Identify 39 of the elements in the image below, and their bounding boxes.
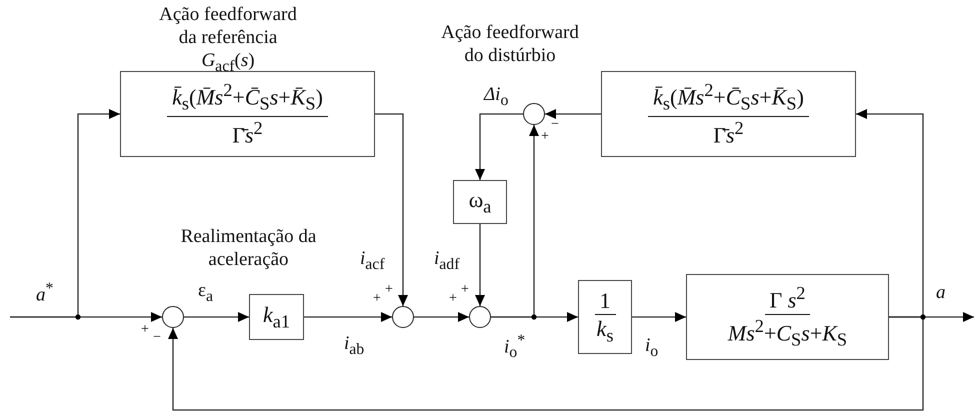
signal-label: Δi$_{o}$ — [484, 84, 508, 111]
summing-junction — [523, 103, 545, 125]
summing-junction — [469, 306, 491, 328]
annotation-text: Realimentação da aceleração — [180, 226, 318, 272]
transfer-function-block: 1 k$_{s}$ — [578, 280, 632, 354]
signal-arrow — [475, 113, 523, 180]
signal-arrow — [168, 316, 924, 411]
summing-junction — [392, 306, 414, 328]
signal-arrow — [545, 109, 601, 119]
signal-arrow — [375, 113, 408, 306]
signal-label: i$_{ab}$ — [344, 333, 364, 360]
transfer-function-block: k̄$_{s}$(M̄s$^{2}$+C̄$_{S}$s+K̄$_{S}$) Γ̄s$^{2}$ — [120, 71, 375, 157]
signal-label: a$^{*}$ — [36, 280, 54, 308]
sign-label: + — [449, 291, 457, 308]
signal-label: ε$_{a}$ — [198, 280, 214, 307]
sign-label: + — [385, 282, 393, 299]
sign-label: + — [461, 282, 469, 299]
transfer-function-block: k̄$_{s}$(M̄s$^{2}$+C̄$_{S}$s+K̄$_{S}$) Γ̄s$^{2}$ — [601, 71, 856, 157]
annotation-text: Ação feedforward do distúrbio — [440, 22, 580, 68]
sign-label: − — [551, 117, 559, 134]
signal-arrow — [10, 109, 120, 318]
sign-label: + — [541, 129, 549, 146]
transfer-function-block: Γ s$^{2}$ Ms$^{2}$+C$_{S}$s+K$_{S}$ — [686, 274, 889, 360]
signal-label: a — [936, 282, 946, 305]
sign-label: + — [141, 322, 149, 339]
signal-label: i$_{o}$ — [645, 335, 658, 362]
signal-label: i$_{adf}$ — [434, 248, 460, 275]
sign-label: − — [153, 330, 161, 347]
signal-arrow — [475, 224, 485, 306]
gain-block: ω$_{a}$ — [453, 180, 507, 224]
signal-label: i$_{acf}$ — [360, 248, 385, 275]
signal-arrow — [184, 312, 249, 322]
signal-arrow — [491, 125, 539, 318]
summing-junction — [162, 306, 184, 328]
sign-label: + — [373, 291, 381, 308]
signal-arrow — [414, 312, 469, 322]
signal-arrow — [304, 312, 392, 322]
signal-arrow — [632, 312, 686, 322]
gain-block: k$_{a1}$ — [249, 294, 304, 340]
